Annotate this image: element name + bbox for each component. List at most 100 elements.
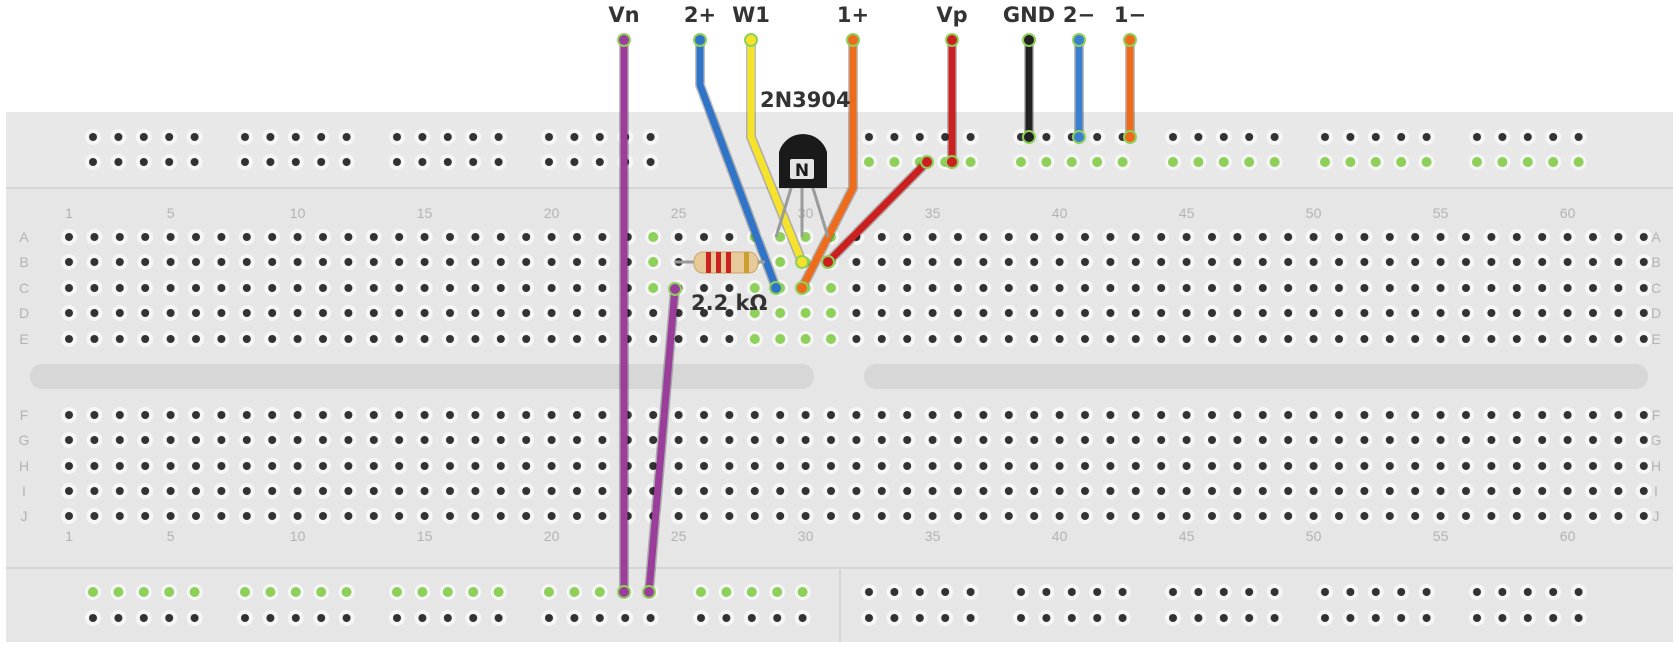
hole-E28 <box>749 334 760 344</box>
hole-A15 <box>420 233 429 241</box>
hole-C52 <box>1360 284 1369 292</box>
center-channel-right <box>864 364 1648 389</box>
bottom-rail-hole <box>1067 588 1076 596</box>
hole-F38 <box>1004 411 1013 419</box>
hole-A11 <box>319 233 327 241</box>
hole-A34 <box>903 233 912 241</box>
top-rail-hole <box>114 133 123 141</box>
hole-J57 <box>1487 512 1496 520</box>
hole-I30 <box>801 487 810 495</box>
top-rail-hole <box>1219 133 1228 141</box>
hole-G15 <box>420 436 429 444</box>
hole-H32 <box>852 462 861 470</box>
hole-D54 <box>1411 309 1420 317</box>
hole-A17 <box>471 233 480 241</box>
bottom-rail-hole <box>1118 588 1127 596</box>
hole-H9 <box>268 462 277 470</box>
wire-vn-end <box>617 585 631 599</box>
hole-A26 <box>700 233 708 241</box>
hole-B48 <box>1258 258 1267 266</box>
hole-C41 <box>1081 284 1089 292</box>
hole-I54 <box>1411 487 1420 495</box>
hole-I49 <box>1284 487 1293 495</box>
hole-J1 <box>65 512 73 520</box>
bottom-rail-hole <box>493 587 504 597</box>
hole-F8 <box>242 411 251 419</box>
hole-E3 <box>115 335 124 343</box>
hole-F25 <box>674 411 683 419</box>
top-rail-hole <box>393 158 401 166</box>
top-rail-hole <box>469 133 478 141</box>
top-rail-hole <box>941 133 950 141</box>
hole-F55 <box>1436 411 1445 419</box>
hole-H53 <box>1385 462 1394 470</box>
resistor-label: 2.2 kΩ <box>691 291 767 315</box>
column-number-10: 10 <box>290 528 306 544</box>
hole-I22 <box>598 487 607 495</box>
hole-B12 <box>344 258 353 266</box>
hole-B6 <box>192 258 200 266</box>
column-number-55: 55 <box>1433 205 1449 221</box>
hole-J17 <box>471 512 480 520</box>
row-letter-J: J <box>21 508 28 524</box>
hole-H25 <box>674 462 683 470</box>
bottom-rail-hole <box>265 587 276 597</box>
top-rail-hole <box>1370 157 1381 167</box>
hole-A22 <box>598 233 607 241</box>
hole-J63 <box>1639 512 1648 520</box>
wire-gnd-end <box>1022 130 1036 144</box>
hole-I52 <box>1360 487 1369 495</box>
hole-G24 <box>649 436 658 444</box>
hole-B57 <box>1487 258 1496 266</box>
hole-I33 <box>877 487 886 495</box>
hole-J42 <box>1106 512 1115 520</box>
resistor-band <box>706 252 711 273</box>
hole-J41 <box>1081 512 1089 520</box>
hole-F29 <box>776 411 785 419</box>
column-number-15: 15 <box>417 205 433 221</box>
bottom-rail-hole <box>1270 614 1279 622</box>
bottom-rail-hole <box>545 614 553 622</box>
top-rail-hole <box>966 133 975 141</box>
hole-A5 <box>166 233 175 241</box>
top-rail-hole <box>1169 133 1177 141</box>
hole-F45 <box>1182 411 1191 419</box>
hole-G26 <box>700 436 708 444</box>
hole-B60 <box>1563 258 1572 266</box>
column-number-45: 45 <box>1179 528 1195 544</box>
hole-C55 <box>1436 284 1445 292</box>
hole-C10 <box>293 284 302 292</box>
hole-D46 <box>1208 309 1216 317</box>
hole-E32 <box>852 335 861 343</box>
hole-J51 <box>1335 512 1343 520</box>
column-number-5: 5 <box>167 528 175 544</box>
hole-C18 <box>496 284 505 292</box>
hole-G19 <box>522 436 531 444</box>
bottom-rail-hole <box>291 614 300 622</box>
wires <box>617 33 1137 599</box>
hole-J39 <box>1030 512 1039 520</box>
hole-F48 <box>1258 411 1267 419</box>
hole-B55 <box>1436 258 1445 266</box>
hole-F43 <box>1131 411 1140 419</box>
row-letter-A: A <box>19 229 29 245</box>
hole-D1 <box>65 309 73 317</box>
hole-J34 <box>903 512 912 520</box>
hole-H15 <box>420 462 429 470</box>
hole-A21 <box>573 233 581 241</box>
hole-G53 <box>1385 436 1394 444</box>
hole-B37 <box>979 258 988 266</box>
hole-I5 <box>166 487 175 495</box>
hole-I7 <box>217 487 226 495</box>
hole-E59 <box>1538 335 1547 343</box>
hole-E51 <box>1335 335 1343 343</box>
hole-F17 <box>471 411 480 419</box>
wire-2plus-end <box>769 281 783 295</box>
hole-G11 <box>319 436 327 444</box>
hole-E43 <box>1131 335 1140 343</box>
hole-A50 <box>1309 233 1318 241</box>
hole-G7 <box>217 436 226 444</box>
hole-C1 <box>65 284 73 292</box>
bottom-rail-hole <box>1093 588 1102 596</box>
hole-E49 <box>1284 335 1293 343</box>
